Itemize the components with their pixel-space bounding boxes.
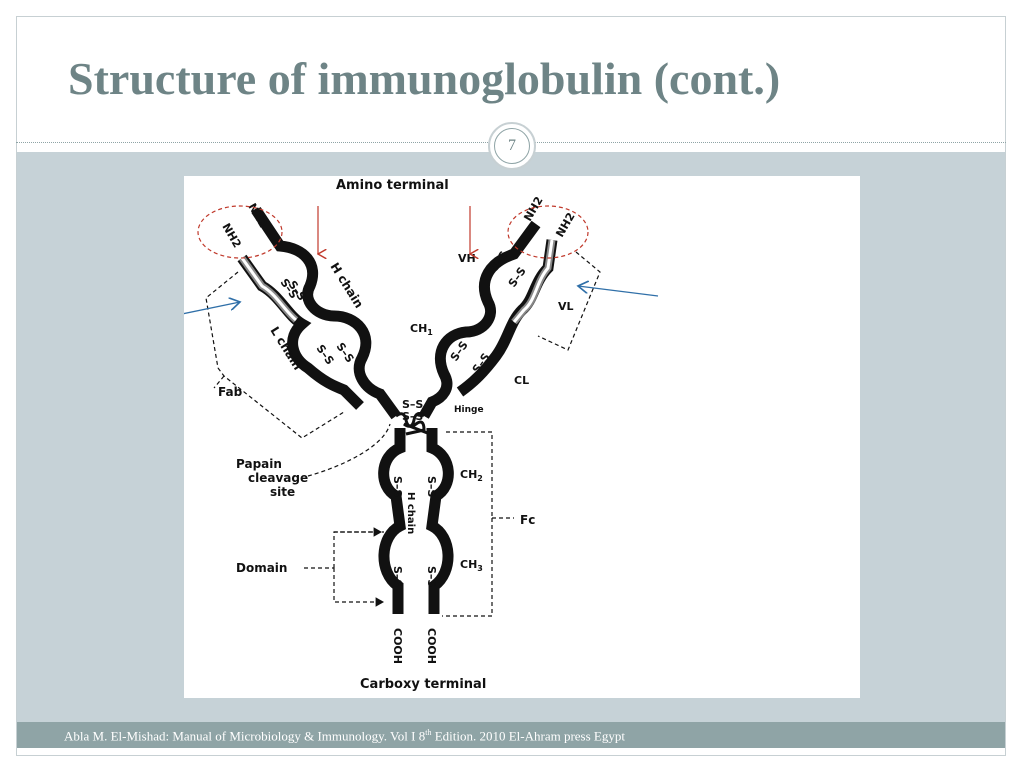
hinge-right [403,412,431,436]
domain-label: Domain [236,561,287,575]
footer-text-before: Abla M. El-Mishad: Manual of Microbiolog… [64,728,426,744]
ch3-sub: 3 [477,564,483,573]
ss-stem-2: S–S [425,476,438,497]
page-number-badge: 7 [488,122,536,170]
antibody-figure: Amino terminal S–S S–S S–S S–S S–S S–S S… [181,176,860,698]
stem-h-chain-label: H chain [405,492,416,534]
ch2-label: CH2 [460,468,483,483]
page-number: 7 [494,128,530,164]
vl-label: VL [558,300,574,313]
domain-bracket [304,531,384,602]
nh2-highlight-right [507,205,589,259]
ch3-text: CH [460,558,477,571]
stem-right-heavy-chain [426,428,454,614]
footer-citation: Abla M. El-Mishad: Manual of Microbiolog… [64,728,625,744]
papain-label-3: site [270,485,295,499]
blue-arrow-left [181,302,240,315]
nh2-right-light: NH2 [553,210,577,239]
papain-label-2: cleavage [248,471,308,485]
fc-bracket [442,431,514,617]
carboxy-terminal-label: Carboxy terminal [360,677,486,692]
nh2-left-light: NH2 [219,221,243,250]
papain-pointer [307,423,391,477]
right-heavy-chain [419,220,541,419]
nh2-right-heavy: NH2 [521,194,545,223]
ss-stem-1: S–S [391,476,404,497]
ss-right-2: S–S [506,265,529,290]
cooh-right: COOH [425,628,438,664]
fc-label: Fc [520,513,535,527]
ch1-sub: 1 [427,328,433,337]
blue-arrow-right [578,286,659,297]
vh-label: VH [458,252,476,265]
left-heavy-chain [251,206,401,420]
ch3-label: CH3 [460,558,483,573]
h-chain-label: H chain [327,260,366,310]
fab-label: Fab [218,385,243,399]
cl-label: CL [514,374,529,387]
amino-terminal-label: Amino terminal [336,178,449,193]
hinge-disulfide-1: S–S [402,398,423,411]
ss-left-4: S–S [314,342,337,367]
footer-text-after: Edition. 2010 El-Ahram press Egypt [431,728,625,744]
ss-left-3: S–S [334,340,357,365]
ch2-sub: 2 [477,474,483,483]
hinge-disulfide-2: S–S [402,410,423,423]
footer-bar: Abla M. El-Mishad: Manual of Microbiolog… [17,722,1005,748]
slide-title: Structure of immunoglobulin (cont.) [68,53,781,104]
ss-stem-4: S–S [425,566,438,587]
ch1-text: CH [410,322,427,335]
papain-label-1: Papain [236,457,282,471]
cooh-left: COOH [391,628,404,664]
slide-frame [16,16,1006,756]
antibody-structure-diagram: Amino terminal S–S S–S S–S S–S S–S S–S S… [181,178,659,692]
fab-bracket [205,271,345,439]
ch1-label: CH1 [410,322,433,337]
ch2-text: CH [460,468,477,481]
stem-left-heavy-chain [378,428,406,614]
ss-stem-3: S–S [391,566,404,587]
vl-bracket [537,251,601,351]
footer-sup: th [425,728,432,737]
nh2-highlight-left [197,205,283,259]
hinge-label: Hinge [454,405,484,415]
